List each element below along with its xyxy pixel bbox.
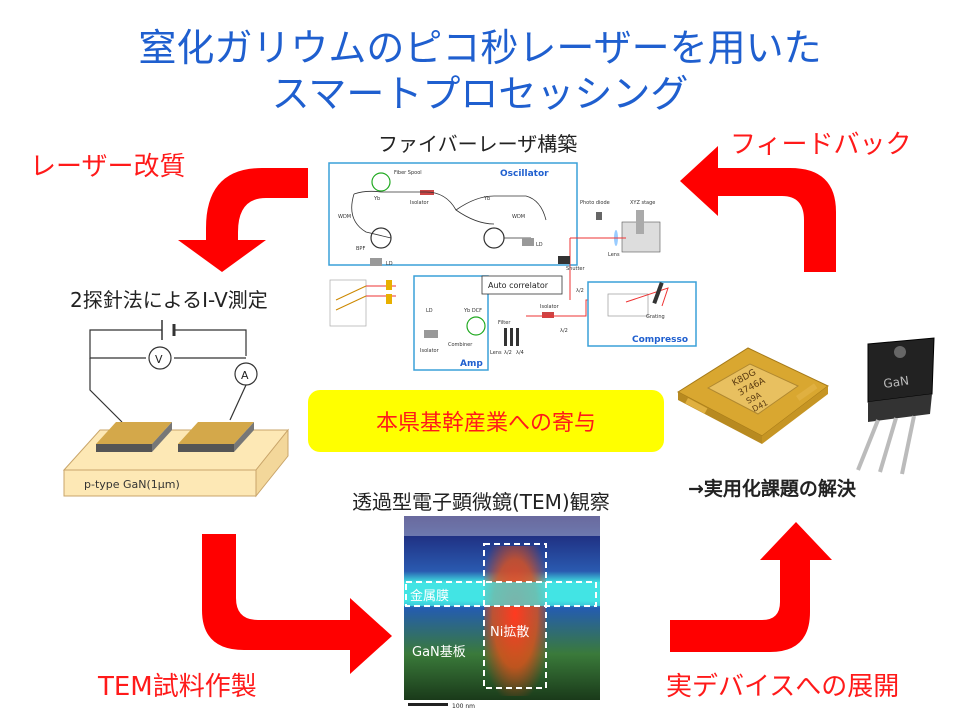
fiber-laser-diagram: Oscillator Fiber Spool Yb WDM Isolator Y…: [328, 162, 697, 371]
arrow-feedback: [680, 146, 836, 272]
filter-label: Filter: [498, 320, 511, 326]
tem-image: 金属膜 Ni拡散 GaN基板 100 nm: [404, 516, 600, 710]
isolator-label: Isolator: [410, 200, 430, 206]
yb-label-2: Yb: [483, 196, 490, 202]
grating-label: Grating: [646, 314, 665, 320]
amp-label: Amp: [460, 359, 483, 369]
feedback-label: フィードバック: [730, 130, 912, 160]
page-title-line2: スマートプロセッシング: [271, 72, 689, 116]
fiber-spool-label: Fiber Spool: [394, 170, 422, 176]
ni-diffusion-label: Ni拡散: [490, 625, 529, 640]
ammeter-symbol: A: [241, 369, 249, 382]
compressor-label: Compresso: [632, 335, 688, 345]
scale-bar-label: 100 nm: [452, 703, 475, 710]
isolator-label-amp: Isolator: [420, 348, 440, 354]
arrow-tem-prep: [202, 534, 392, 674]
half-wave-label-2: λ/2: [560, 328, 568, 334]
yb-label: Yb: [373, 196, 380, 202]
center-contribution-text: 本県基幹産業への寄与: [375, 411, 596, 436]
voltmeter-symbol: V: [155, 353, 163, 366]
tem-observation-label: 透過型電子顕微鏡(TEM)観察: [352, 490, 610, 514]
quarter-wave-label: λ/4: [516, 350, 524, 356]
half-wave-label: λ/2: [504, 350, 512, 356]
ld-label-1: LD: [386, 261, 393, 267]
bpf-label: BPF: [356, 246, 365, 252]
wdm-label-2: WDM: [512, 214, 525, 220]
metal-film-label: 金属膜: [410, 588, 449, 604]
shutter-label: Shutter: [566, 266, 586, 272]
arrow-device: [670, 522, 832, 652]
transistor-image: GaN: [856, 337, 935, 475]
page-title-line1: 窒化ガリウムのピコ秒レーザーを用いた: [138, 26, 822, 70]
wdm-label: WDM: [338, 214, 351, 220]
rf-device-image: K8DG 3746A S9A D41: [676, 347, 829, 444]
arrow-laser-improve: [178, 168, 308, 272]
photo-diode-label: Photo diode: [580, 200, 610, 206]
ld-label-2: LD: [536, 242, 543, 248]
half-wave-label-3: λ/2: [576, 288, 584, 294]
iv-label: 2探針法によるI-V測定: [70, 288, 268, 312]
practical-label: →実用化課題の解決: [688, 478, 856, 500]
tem-prep-label: TEM試料作製: [98, 672, 257, 702]
sample-label: p-type GaN(1μm): [84, 478, 180, 491]
xyz-stage-label: XYZ stage: [630, 200, 655, 206]
lens-label-2: Lens: [608, 252, 620, 258]
auto-correlator-label: Auto correlator: [488, 281, 549, 290]
iv-measurement-diagram: V A p-type GaN(1μm): [62, 320, 290, 498]
combiner-label: Combiner: [448, 342, 473, 348]
lens-label: Lens: [490, 350, 502, 356]
transistor-marking: GaN: [882, 374, 909, 391]
device-label: 実デバイスへの展開: [666, 672, 900, 702]
ld-label-3: LD: [426, 308, 433, 314]
center-contribution-box: 本県基幹産業への寄与: [308, 390, 664, 452]
laser-improve-label: レーザー改質: [30, 152, 186, 182]
gan-substrate-label: GaN基板: [412, 645, 466, 660]
voltmeter-icon: [148, 346, 172, 370]
fiber-laser-label: ファイバーレーザ構築: [378, 132, 578, 156]
isolator-label-2: Isolator: [540, 304, 560, 310]
yb-dcf-label: Yb DCF: [463, 308, 482, 314]
oscillator-label: Oscillator: [500, 169, 549, 179]
